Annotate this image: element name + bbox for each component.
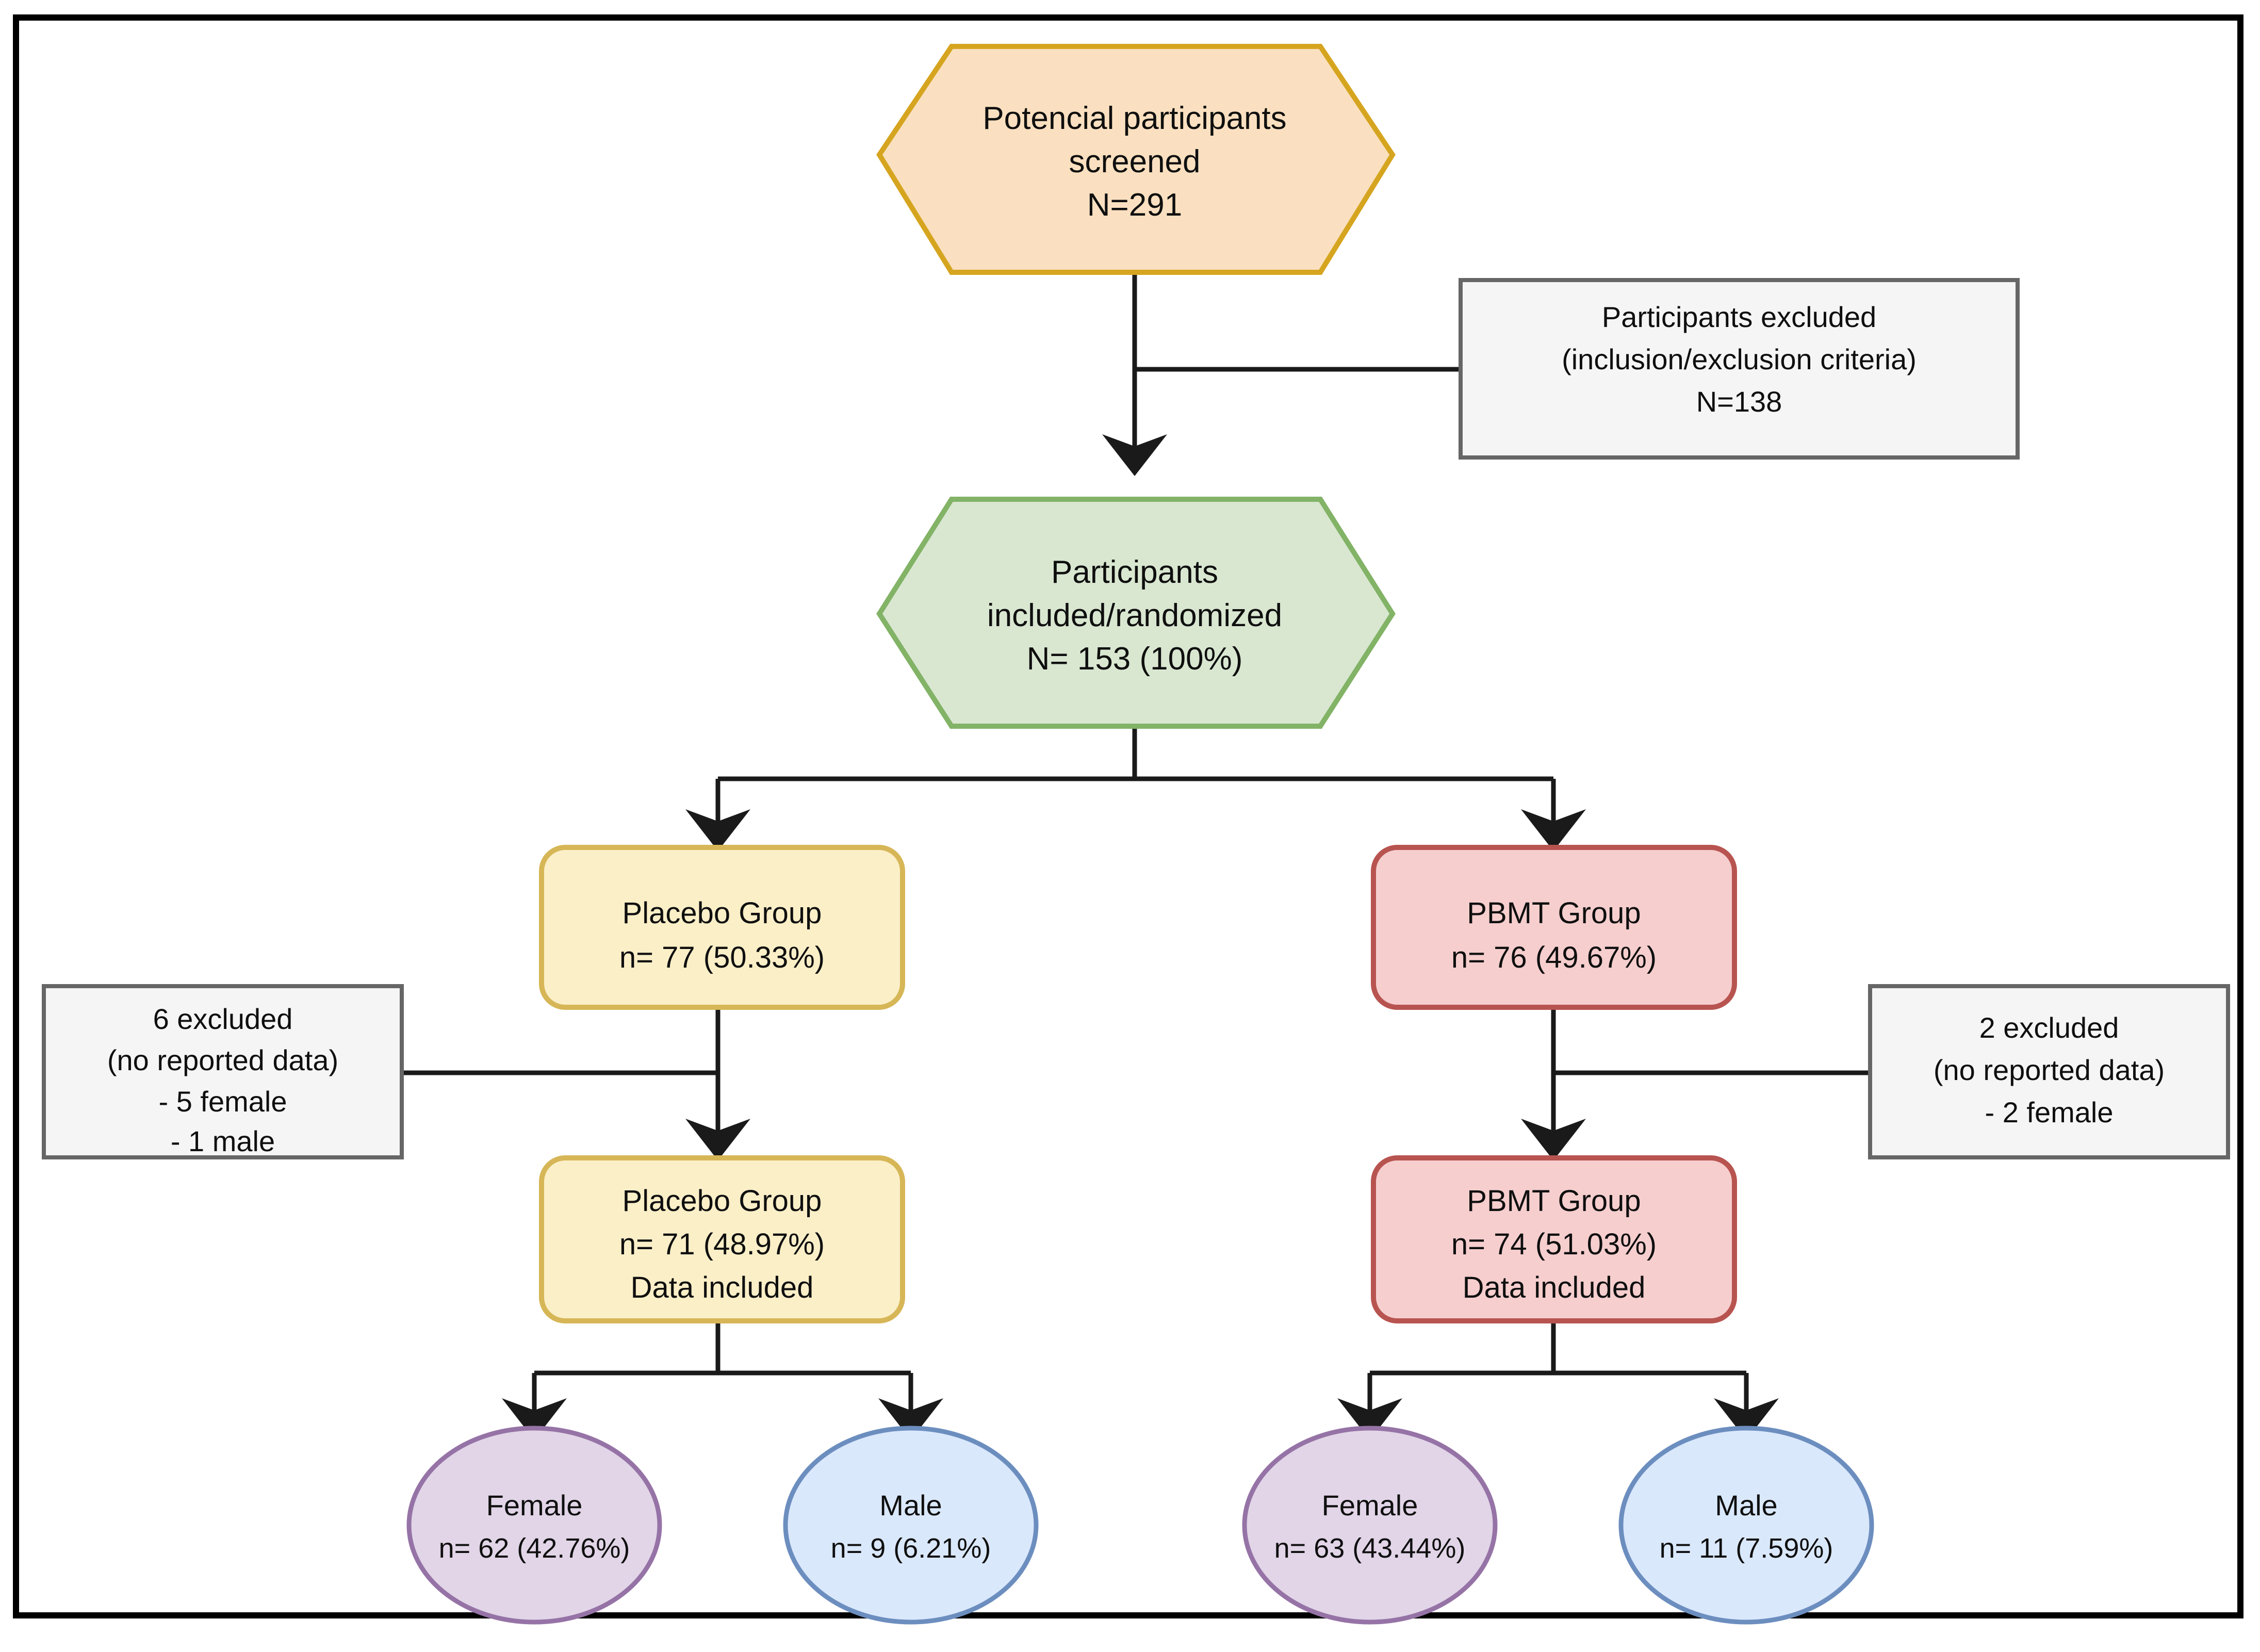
- excluded-criteria-line-3: N=138: [1696, 385, 1782, 418]
- hexagon-shape-randomized: [876, 497, 1396, 729]
- node-placebo-group-allocated[interactable]: Placebo Group n= 77 (50.33%): [539, 845, 905, 1010]
- pbmt-female-line-2: n= 63 (43.44%): [1274, 1533, 1466, 1564]
- screened-line-2: screened: [1069, 144, 1200, 179]
- placebo-analyzed-line-1: Placebo Group: [623, 1184, 822, 1218]
- node-placebo-male[interactable]: Male n= 9 (6.21%): [783, 1426, 1039, 1625]
- placebo-allocated-line-1: Placebo Group: [623, 896, 822, 930]
- placebo-female-line-1: Female: [486, 1489, 583, 1522]
- node-participants-excluded-criteria[interactable]: Participants excluded (inclusion/exclusi…: [1459, 278, 2020, 460]
- placebo-male-line-1: Male: [879, 1489, 942, 1522]
- node-placebo-excluded[interactable]: 6 excluded (no reported data) - 5 female…: [42, 984, 404, 1159]
- randomized-line-2: included/randomized: [987, 598, 1282, 633]
- pbmt-analyzed-line-1: PBMT Group: [1467, 1184, 1641, 1218]
- node-placebo-group-analyzed[interactable]: Placebo Group n= 71 (48.97%) Data includ…: [539, 1155, 905, 1323]
- pbmt-excluded-line-3: - 2 female: [1985, 1096, 2114, 1128]
- placebo-excluded-line-3: - 5 female: [159, 1085, 287, 1118]
- rounded-rect-shape-placebo-allocated: [539, 845, 905, 1010]
- node-participants-included-randomized[interactable]: Participants included/randomized N= 153 …: [876, 497, 1396, 729]
- node-pbmt-female[interactable]: Female n= 63 (43.44%): [1242, 1426, 1498, 1625]
- placebo-allocated-line-2: n= 77 (50.33%): [619, 941, 825, 974]
- node-pbmt-excluded[interactable]: 2 excluded (no reported data) - 2 female: [1868, 984, 2230, 1159]
- rect-shape-excluded-criteria: [1459, 278, 2020, 460]
- node-pbmt-group-analyzed[interactable]: PBMT Group n= 74 (51.03%) Data included: [1371, 1155, 1737, 1323]
- pbmt-allocated-line-2: n= 76 (49.67%): [1451, 941, 1657, 974]
- node-pbmt-group-allocated[interactable]: PBMT Group n= 76 (49.67%): [1371, 845, 1737, 1010]
- placebo-excluded-line-1: 6 excluded: [153, 1003, 293, 1035]
- hexagon-shape-screened: [876, 44, 1396, 275]
- placebo-female-line-2: n= 62 (42.76%): [439, 1533, 630, 1564]
- screened-line-1: Potencial participants: [982, 101, 1286, 136]
- pbmt-analyzed-line-3: Data included: [1463, 1271, 1646, 1304]
- ellipse-shape-placebo-male: [783, 1426, 1039, 1625]
- screened-line-3: N=291: [1087, 187, 1182, 223]
- rect-shape-pbmt-excluded: [1868, 984, 2230, 1159]
- ellipse-shape-pbmt-female: [1242, 1426, 1498, 1625]
- placebo-analyzed-line-3: Data included: [631, 1271, 814, 1304]
- placebo-excluded-line-4: - 1 male: [171, 1125, 275, 1157]
- placebo-excluded-line-2: (no reported data): [107, 1044, 338, 1076]
- rect-shape-placebo-excluded: [42, 984, 404, 1159]
- pbmt-female-line-1: Female: [1322, 1489, 1418, 1522]
- randomized-line-3: N= 153 (100%): [1027, 641, 1243, 677]
- rounded-rect-shape-placebo-analyzed: [539, 1155, 905, 1323]
- node-placebo-female[interactable]: Female n= 62 (42.76%): [406, 1426, 662, 1625]
- rounded-rect-shape-pbmt-analyzed: [1371, 1155, 1737, 1323]
- rounded-rect-shape-pbmt-allocated: [1371, 845, 1737, 1010]
- pbmt-excluded-line-1: 2 excluded: [1979, 1011, 2119, 1044]
- placebo-male-line-2: n= 9 (6.21%): [831, 1533, 991, 1564]
- excluded-criteria-line-1: Participants excluded: [1602, 301, 1876, 333]
- pbmt-male-line-1: Male: [1715, 1489, 1777, 1522]
- pbmt-male-line-2: n= 11 (7.59%): [1660, 1533, 1833, 1564]
- pbmt-excluded-line-2: (no reported data): [1934, 1054, 2165, 1086]
- node-pbmt-male[interactable]: Male n= 11 (7.59%): [1618, 1426, 1874, 1625]
- pbmt-analyzed-line-2: n= 74 (51.03%): [1451, 1228, 1657, 1261]
- connector-layer: [401, 273, 1870, 1440]
- placebo-analyzed-line-2: n= 71 (48.97%): [619, 1228, 825, 1261]
- ellipse-shape-placebo-female: [406, 1426, 662, 1625]
- node-potential-participants-screened[interactable]: Potencial participants screened N=291: [876, 44, 1396, 275]
- excluded-criteria-line-2: (inclusion/exclusion criteria): [1562, 343, 1917, 375]
- randomized-line-1: Participants: [1051, 554, 1218, 590]
- pbmt-allocated-line-1: PBMT Group: [1467, 896, 1641, 930]
- ellipse-shape-pbmt-male: [1618, 1426, 1874, 1625]
